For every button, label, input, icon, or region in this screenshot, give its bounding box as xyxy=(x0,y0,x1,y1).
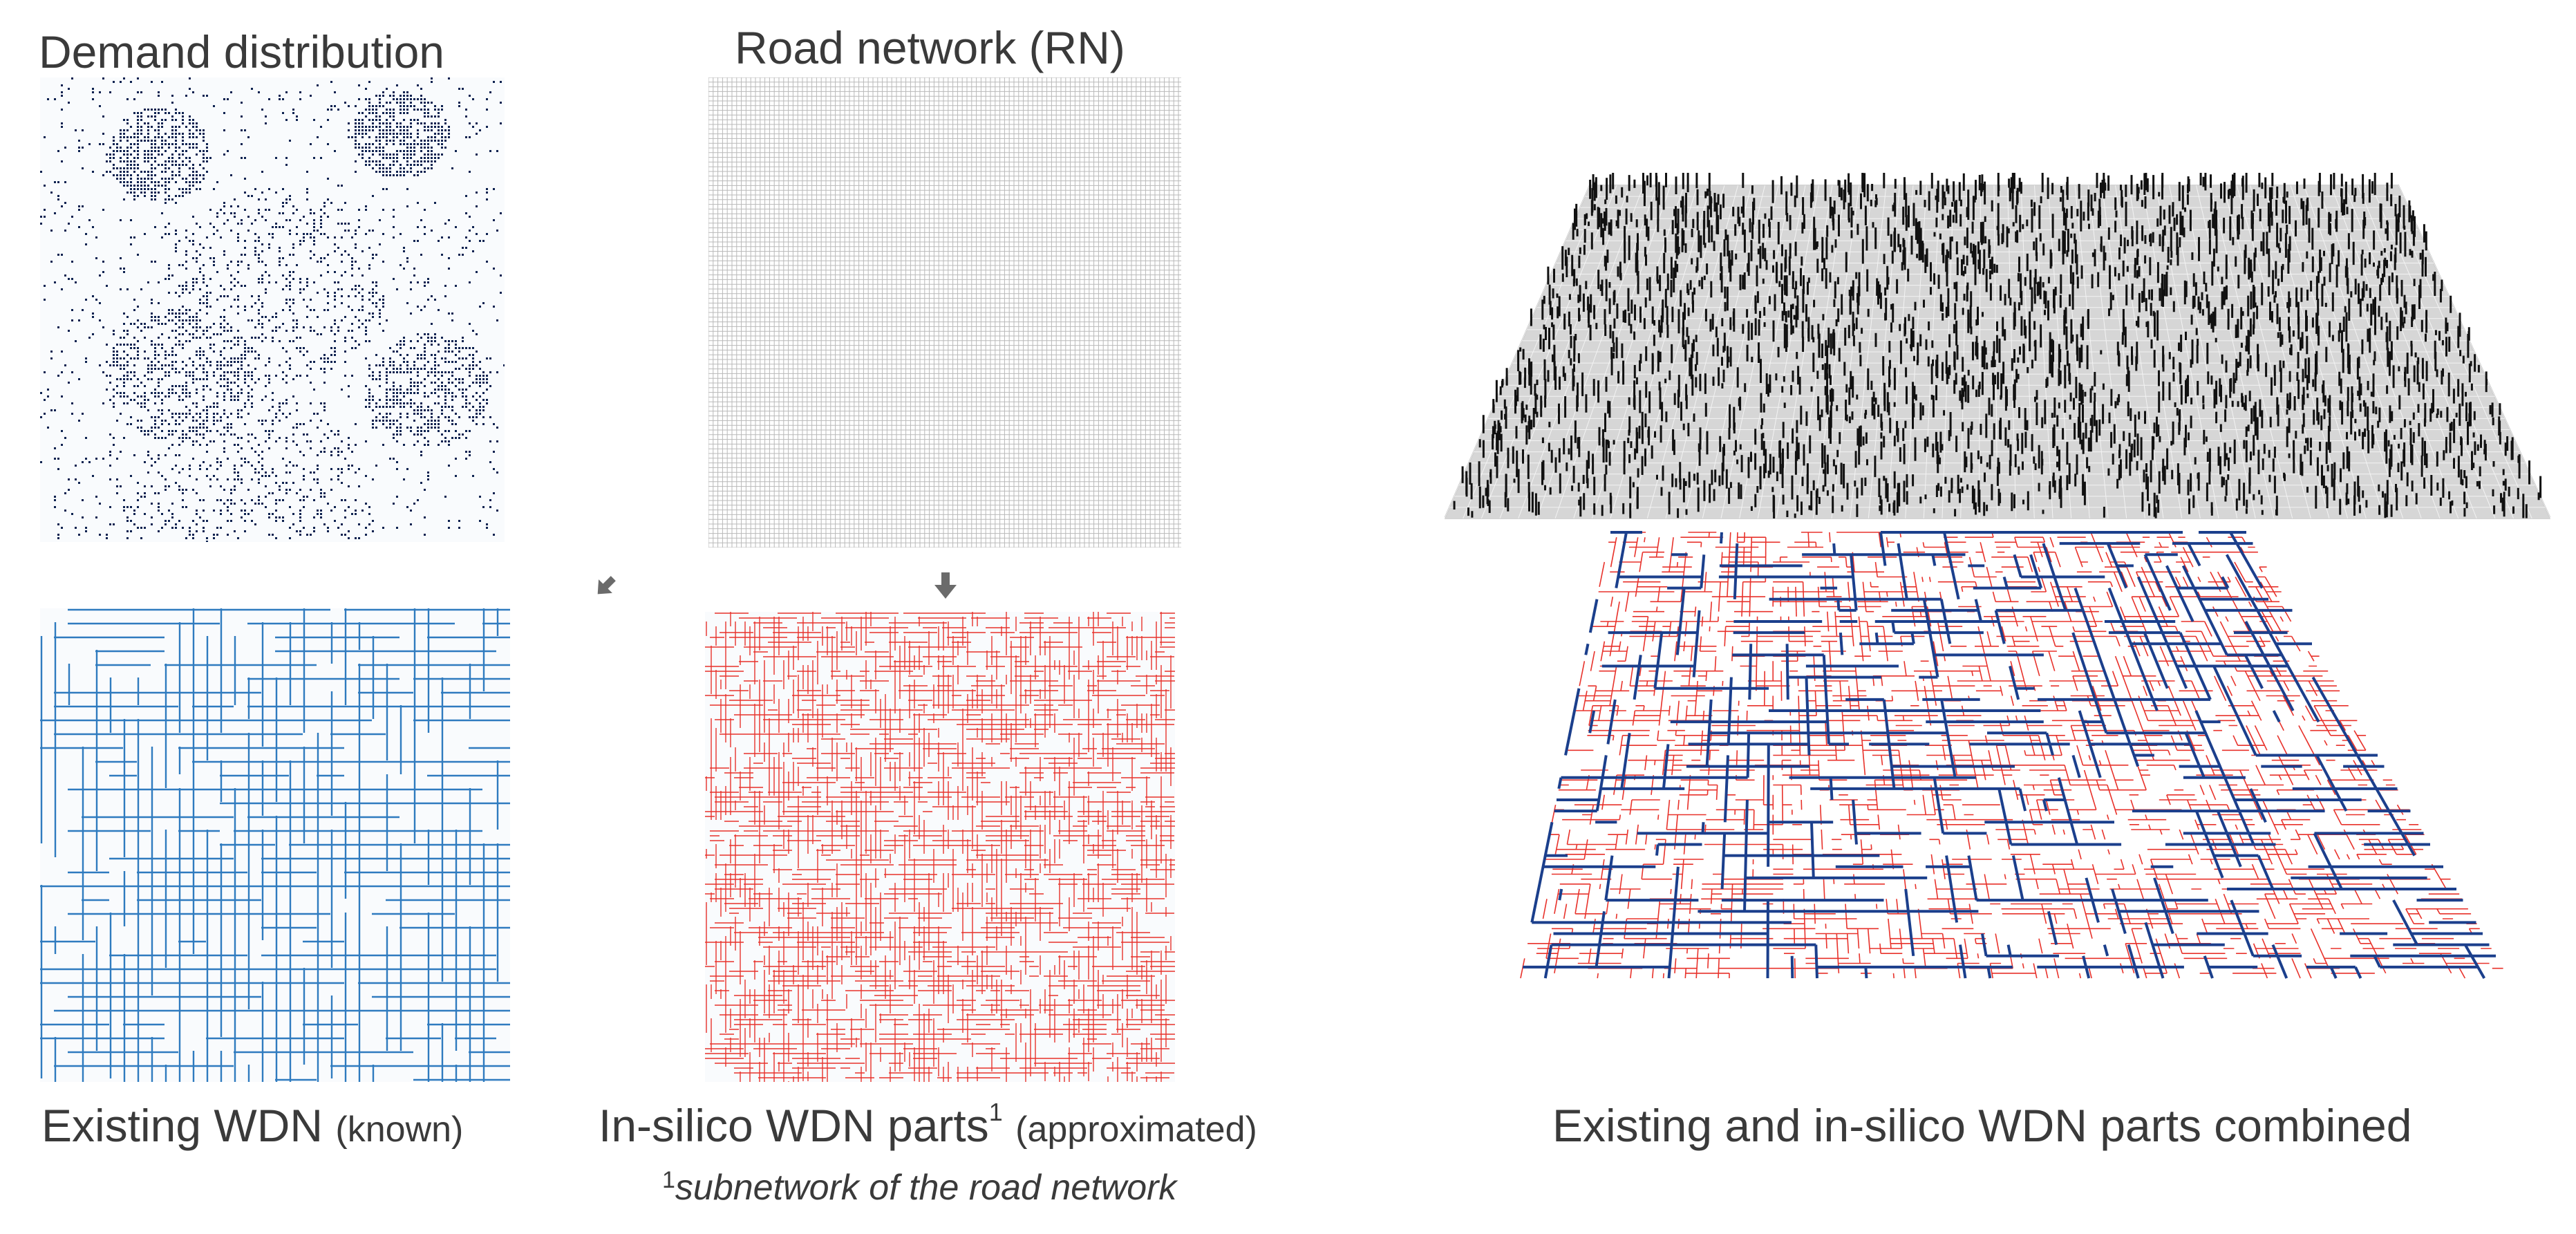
insilico-footnote-marker: 1 xyxy=(988,1098,1003,1126)
insilico-wdn-qualifier: (approximated) xyxy=(1015,1110,1257,1150)
existing-wdn-panel xyxy=(40,608,510,1082)
road-network-title: Road network (RN) xyxy=(735,22,1125,73)
down-arrow-icon xyxy=(933,571,958,600)
road-network-grid xyxy=(708,77,1181,548)
footnote-marker: 1 xyxy=(662,1167,675,1193)
diagonal-arrow-icon xyxy=(592,572,619,600)
existing-wdn-qualifier: (known) xyxy=(335,1110,464,1150)
footnote-text: subnetwork of the road network xyxy=(675,1168,1177,1208)
demand-scatter xyxy=(40,77,505,542)
insilico-wdn-main: In-silico WDN parts xyxy=(599,1100,989,1151)
combined-title: Existing and in-silico WDN parts combine… xyxy=(1552,1100,2412,1151)
insilico-wdn-network xyxy=(705,612,1175,1082)
existing-wdn-label: Existing WDN (known) xyxy=(41,1103,463,1148)
footnote: 1subnetwork of the road network xyxy=(662,1167,1177,1208)
existing-wdn-main: Existing WDN xyxy=(41,1100,323,1151)
existing-wdn-network xyxy=(40,608,510,1082)
combined-3d-panel xyxy=(1445,173,2550,989)
demand-distribution-title: Demand distribution xyxy=(39,26,444,77)
insilico-wdn-label: In-silico WDN parts1 (approximated) xyxy=(599,1100,1257,1151)
road-network-panel xyxy=(708,77,1181,548)
demand-distribution-panel xyxy=(40,77,505,542)
combined-layers-view xyxy=(1445,173,2550,979)
insilico-wdn-panel xyxy=(705,612,1175,1082)
